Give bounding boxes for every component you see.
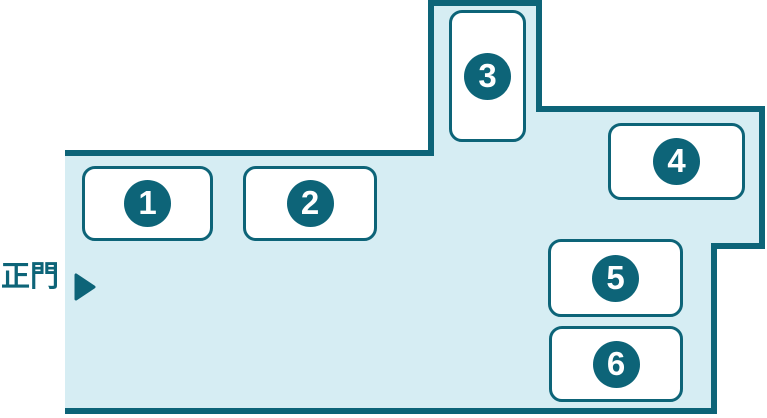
campus-boundary [65, 0, 765, 414]
building-number-badge: 5 [592, 254, 639, 302]
building-box-3[interactable]: 3 [449, 10, 526, 142]
building-number-badge: 1 [124, 180, 171, 227]
building-box-5[interactable]: 5 [548, 239, 683, 317]
building-number-badge: 4 [653, 138, 700, 185]
building-number-badge: 6 [592, 340, 640, 388]
gate-arrow-icon [74, 273, 96, 301]
building-box-6[interactable]: 6 [549, 326, 683, 402]
building-number-badge: 2 [286, 180, 334, 227]
building-number-badge: 3 [464, 52, 511, 100]
building-box-1[interactable]: 1 [82, 166, 213, 241]
building-box-2[interactable]: 2 [243, 166, 377, 241]
gate-label: 正門 [1, 259, 60, 293]
building-box-4[interactable]: 4 [608, 123, 745, 200]
